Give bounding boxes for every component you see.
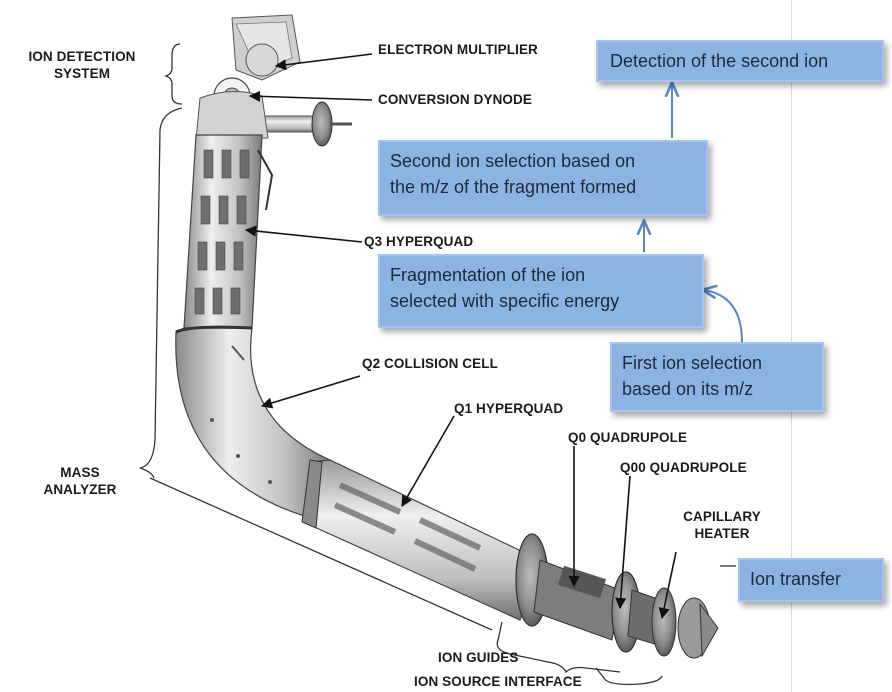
side-flange (262, 102, 352, 146)
callout-second-selection: Second ion selection based on the m/z of… (378, 140, 708, 216)
label-q1-hyperquad: Q1 HYPERQUAD (454, 401, 563, 416)
callout-first-selection: First ion selection based on its m/z (610, 342, 824, 412)
label-ion-source-interface: ION SOURCE INTERFACE (414, 674, 582, 689)
label-capillary-heater: CAPILLARY HEATER (662, 508, 782, 542)
ion-source-assembly (516, 534, 718, 658)
callout-ion-transfer: Ion transfer (738, 558, 884, 602)
callout-detection: Detection of the second ion (596, 40, 884, 82)
label-q3-hyperquad: Q3 HYPERQUAD (364, 234, 473, 249)
label-ion-detection-system: ION DETECTION SYSTEM (2, 48, 162, 82)
label-electron-multiplier: ELECTRON MULTIPLIER (378, 42, 538, 57)
electron-multiplier-housing (232, 15, 300, 80)
label-mass-analyzer: MASS ANALYZER (20, 464, 140, 498)
callout-fragmentation: Fragmentation of the ion selected with s… (378, 254, 704, 328)
label-conversion-dynode: CONVERSION DYNODE (378, 92, 532, 107)
q1-hyperquad (302, 460, 540, 620)
label-q00-quadrupole: Q00 QUADRUPOLE (620, 460, 747, 475)
label-q2-collision-cell: Q2 COLLISION CELL (362, 356, 498, 371)
label-q0-quadrupole: Q0 QUADRUPOLE (568, 430, 687, 445)
label-ion-guides: ION GUIDES (438, 650, 519, 665)
